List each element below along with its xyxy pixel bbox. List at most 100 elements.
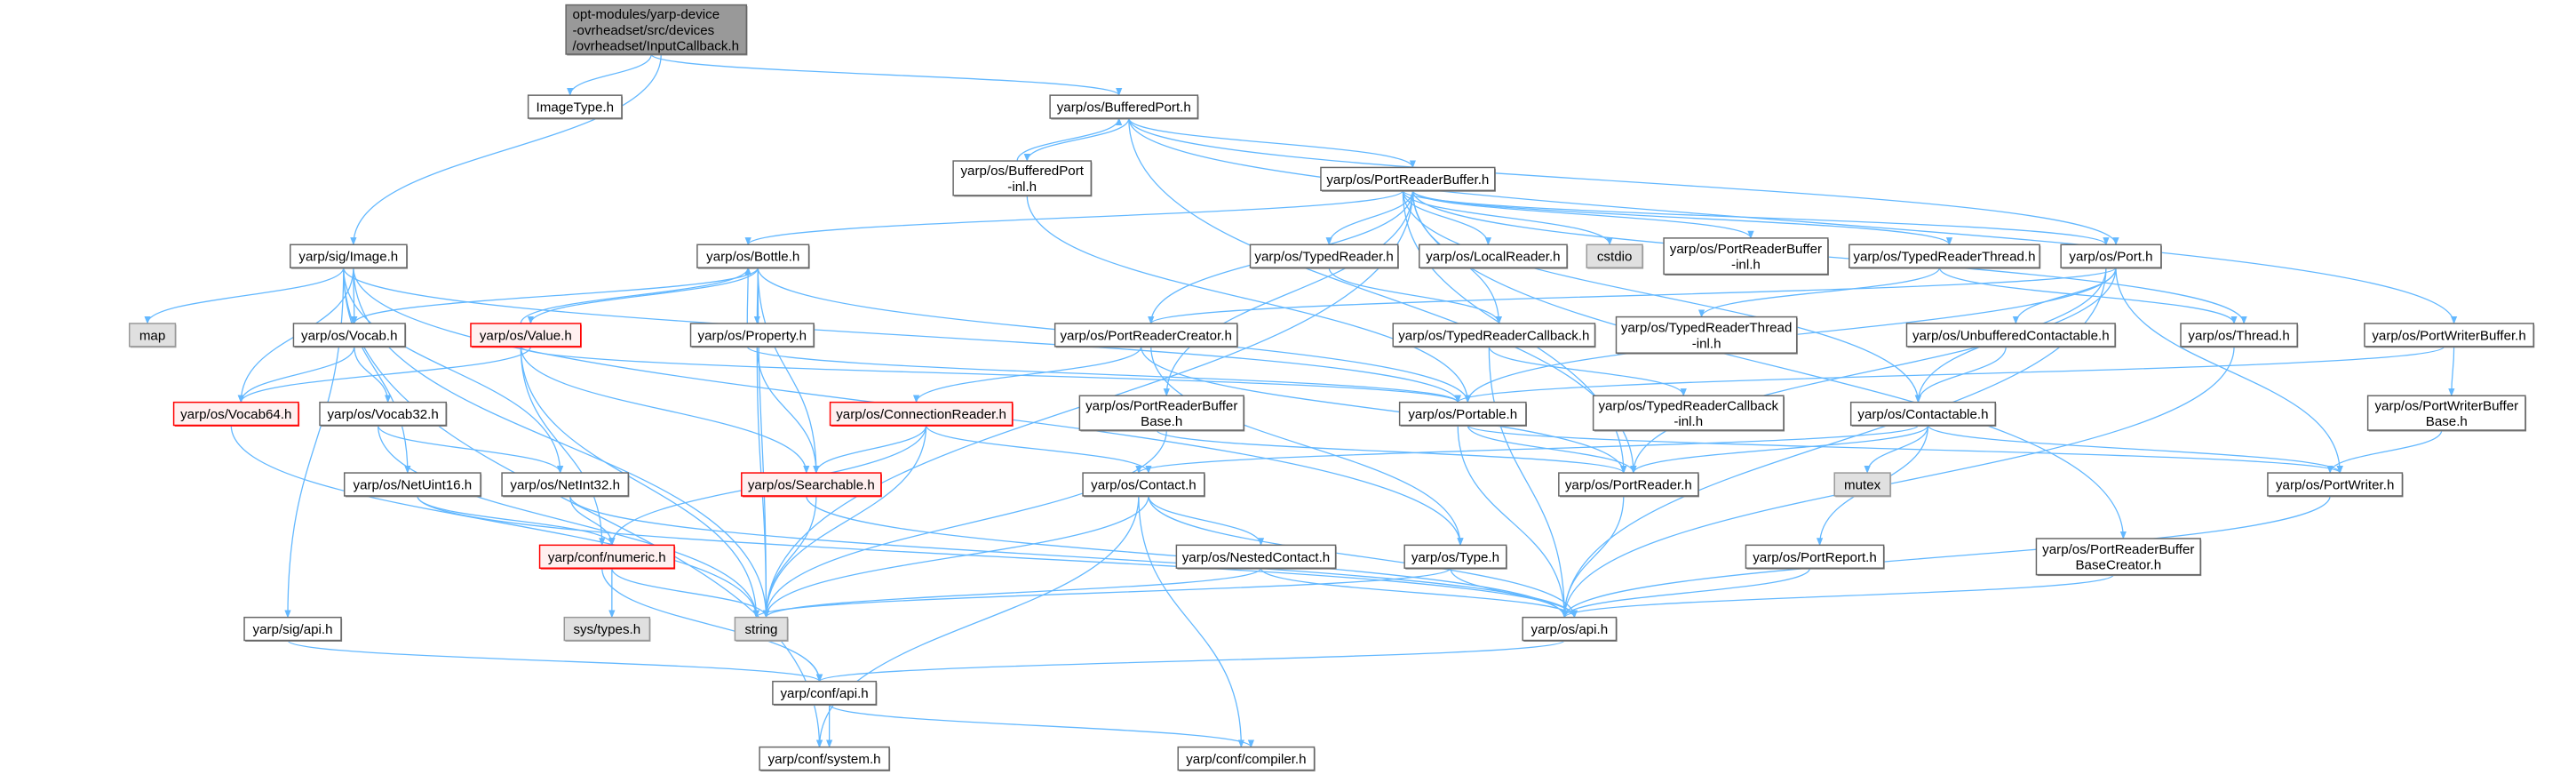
node-label: yarp/os/TypedReaderThread.h bbox=[1853, 250, 2035, 265]
node-numeric[interactable]: yarp/conf/numeric.h bbox=[538, 544, 676, 570]
edge-portreport-to-osapi bbox=[1561, 567, 1811, 619]
node-box bbox=[343, 472, 481, 497]
node-typedreaderthread[interactable]: yarp/os/TypedReaderThread.h bbox=[1849, 244, 2041, 269]
edge-portreadercreator-to-type bbox=[1150, 346, 1464, 547]
node-sigapi[interactable]: yarp/sig/api.h bbox=[243, 616, 343, 642]
node-sigimage[interactable]: yarp/sig/Image.h bbox=[290, 244, 409, 269]
node-box bbox=[1419, 244, 1568, 268]
node-portable[interactable]: yarp/os/Portable.h bbox=[1398, 401, 1527, 427]
node-box bbox=[1586, 244, 1643, 268]
node-netuint16[interactable]: yarp/os/NetUint16.h bbox=[343, 472, 482, 498]
node-contactable[interactable]: yarp/os/Contactable.h bbox=[1849, 401, 1997, 427]
node-label: yarp/os/NetUint16.h bbox=[354, 478, 473, 493]
node-bufferedportinl[interactable]: yarp/os/BufferedPort-inl.h bbox=[952, 160, 1093, 197]
node-label: /ovrheadset/InputCallback.h bbox=[573, 39, 739, 54]
node-connectionreader[interactable]: yarp/os/ConnectionReader.h bbox=[829, 401, 1014, 427]
node-box bbox=[527, 94, 623, 119]
node-confsystem[interactable]: yarp/conf/system.h bbox=[759, 746, 891, 771]
node-label: yarp/sig/api.h bbox=[253, 622, 333, 637]
edge-bufferedport-to-portwriterbuffer bbox=[1128, 118, 2458, 324]
node-label: BaseCreator.h bbox=[2075, 558, 2161, 573]
edge-root-to-bufferedport bbox=[650, 53, 1123, 97]
node-root[interactable]: opt-modules/yarp-device-ovrheadset/src/d… bbox=[565, 4, 748, 56]
edge-prbbase-to-portreader bbox=[1156, 429, 1627, 474]
node-vocab32[interactable]: yarp/os/Vocab32.h bbox=[319, 401, 448, 427]
node-contact[interactable]: yarp/os/Contact.h bbox=[1082, 472, 1205, 498]
edge-root-to-sigimage bbox=[350, 53, 662, 246]
node-vocab64[interactable]: yarp/os/Vocab64.h bbox=[172, 401, 300, 427]
node-portreport[interactable]: yarp/os/PortReport.h bbox=[1745, 544, 1885, 570]
edge-vocab32-to-string bbox=[377, 425, 760, 619]
node-portwriterbuffer[interactable]: yarp/os/PortWriterBuffer.h bbox=[2364, 323, 2535, 348]
node-box bbox=[1592, 395, 1785, 431]
edge-sigimage-to-portable bbox=[343, 268, 1461, 403]
node-thread[interactable]: yarp/os/Thread.h bbox=[2180, 323, 2299, 348]
nodes-layer: opt-modules/yarp-device-ovrheadset/src/d… bbox=[128, 4, 2535, 771]
node-label: yarp/os/PortReaderBuffer bbox=[2042, 542, 2194, 557]
node-imagetype[interactable]: ImageType.h bbox=[527, 94, 624, 120]
node-trcinl[interactable]: yarp/os/TypedReaderCallback-inl.h bbox=[1592, 395, 1785, 432]
edge-portreaderbuffer-to-localreader bbox=[1402, 190, 1491, 246]
node-netint32[interactable]: yarp/os/NetInt32.h bbox=[501, 472, 630, 498]
node-portwriter[interactable]: yarp/os/PortWriter.h bbox=[2267, 472, 2404, 498]
node-typedreader[interactable]: yarp/os/TypedReader.h bbox=[1249, 244, 1399, 269]
node-label: yarp/os/PortReport.h bbox=[1753, 550, 1877, 565]
node-value[interactable]: yarp/os/Value.h bbox=[470, 323, 582, 348]
node-label: yarp/os/NetInt32.h bbox=[510, 478, 620, 493]
node-bottle[interactable]: yarp/os/Bottle.h bbox=[696, 244, 810, 269]
node-port[interactable]: yarp/os/Port.h bbox=[2060, 244, 2162, 269]
edge-connectionreader-to-string bbox=[762, 425, 927, 619]
node-box bbox=[319, 401, 447, 427]
edge-numeric-to-confapi bbox=[601, 568, 823, 683]
node-prbinl[interactable]: yarp/os/PortReaderBuffer-inl.h bbox=[1663, 237, 1829, 276]
node-osapi[interactable]: yarp/os/api.h bbox=[1522, 616, 1618, 642]
node-portreader[interactable]: yarp/os/PortReader.h bbox=[1558, 472, 1699, 498]
edge-value-to-numeric bbox=[520, 346, 606, 547]
node-mutex: mutex bbox=[1833, 472, 1892, 498]
node-box bbox=[1558, 472, 1699, 497]
node-box bbox=[1049, 94, 1199, 119]
edge-vocab-to-vocab32 bbox=[354, 346, 392, 403]
edge-portreaderbuffer-to-typedreader bbox=[1325, 190, 1414, 246]
edge-portreaderbuffer-to-prbbase bbox=[1163, 190, 1414, 397]
node-confapi[interactable]: yarp/conf/api.h bbox=[772, 680, 878, 707]
edge-nestedcontact-to-osapi bbox=[1260, 567, 1578, 619]
node-typedreadercallback[interactable]: yarp/os/TypedReaderCallback.h bbox=[1392, 323, 1596, 348]
node-vocab[interactable]: yarp/os/Vocab.h bbox=[292, 323, 407, 348]
node-label: yarp/os/Vocab64.h bbox=[180, 407, 291, 422]
node-label: yarp/os/PortReaderBuffer bbox=[1085, 398, 1237, 413]
edge-portreaderbuffer-to-port bbox=[1402, 189, 2110, 246]
edge-bufferedport-to-bufferedportinl bbox=[1023, 117, 1130, 162]
node-label: -inl.h bbox=[1692, 336, 1721, 351]
node-portreadercreator[interactable]: yarp/os/PortReaderCreator.h bbox=[1053, 323, 1238, 348]
node-bufferedport[interactable]: yarp/os/BufferedPort.h bbox=[1049, 94, 1199, 120]
node-label: mutex bbox=[1844, 478, 1881, 493]
node-label: yarp/os/PortReaderCreator.h bbox=[1061, 328, 1232, 343]
node-localreader[interactable]: yarp/os/LocalReader.h bbox=[1419, 244, 1569, 269]
node-searchable[interactable]: yarp/os/Searchable.h bbox=[741, 472, 882, 498]
node-box bbox=[1615, 316, 1798, 354]
node-label: -inl.h bbox=[1007, 180, 1037, 195]
edge-netuint16-to-osapi bbox=[417, 495, 1578, 619]
node-label: yarp/os/TypedReaderCallback bbox=[1598, 398, 1778, 413]
edge-contactable-to-portreader bbox=[1630, 425, 1929, 474]
edge-bufferedportinl-to-portable bbox=[1026, 195, 1471, 403]
node-label: yarp/os/Vocab.h bbox=[301, 328, 397, 343]
node-portreaderbuffer[interactable]: yarp/os/PortReaderBuffer.h bbox=[1320, 166, 1496, 192]
node-property[interactable]: yarp/os/Property.h bbox=[689, 323, 815, 348]
edge-bufferedport-to-port bbox=[1128, 117, 2119, 246]
node-cstdio: cstdio bbox=[1586, 244, 1644, 269]
node-box bbox=[565, 4, 748, 55]
node-trtinl[interactable]: yarp/os/TypedReaderThread-inl.h bbox=[1615, 316, 1798, 355]
node-type[interactable]: yarp/os/Type.h bbox=[1403, 544, 1507, 570]
node-box bbox=[1320, 166, 1496, 192]
edge-typedreaderthread-to-thread bbox=[1938, 267, 2238, 324]
node-label: yarp/conf/system.h bbox=[768, 752, 881, 767]
node-nestedcontact[interactable]: yarp/os/NestedContact.h bbox=[1175, 544, 1337, 570]
edge-portable-to-portreader bbox=[1467, 425, 1637, 474]
node-confcompiler[interactable]: yarp/conf/compiler.h bbox=[1177, 746, 1316, 771]
node-unbufferedcontactable[interactable]: yarp/os/UnbufferedContactable.h bbox=[1905, 323, 2117, 348]
